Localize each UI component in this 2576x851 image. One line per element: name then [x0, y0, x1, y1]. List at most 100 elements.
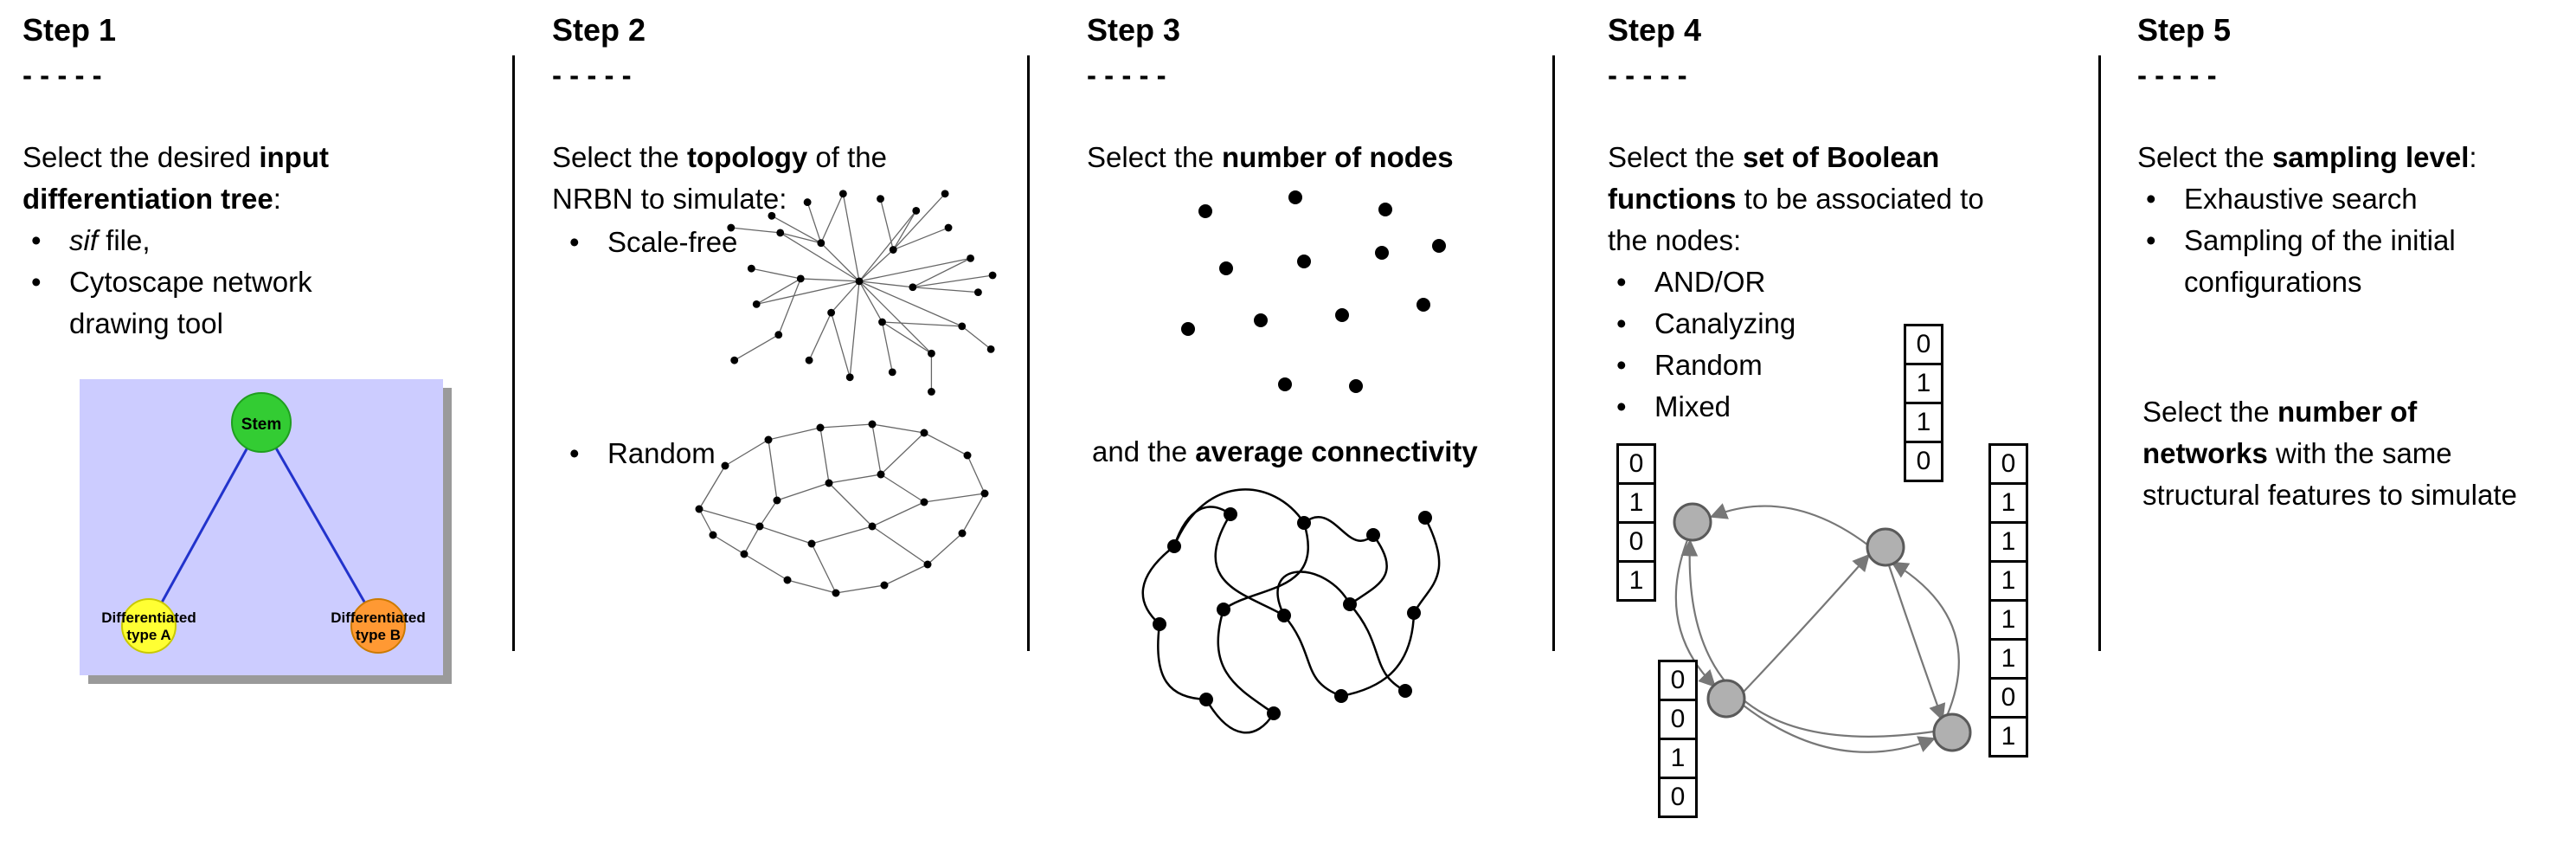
bullet-label: Canalyzing: [1654, 307, 1796, 339]
type-b-node: [350, 598, 406, 654]
step-5-second-text: Select the number of networks with the s…: [2142, 391, 2528, 516]
step-3-title: Step 3: [1087, 12, 1181, 48]
intro-text: Select the desired: [22, 141, 260, 173]
bullet-text: file,: [98, 224, 151, 256]
step-1-intro: Select the desired input differentiation…: [22, 137, 421, 220]
bullet-label: Scale-free: [607, 226, 738, 258]
bullet-label: Random: [607, 437, 716, 469]
bullet-item: • AND/OR: [1616, 261, 2078, 303]
step-2-intro: Select the topology of the NRBN to simul…: [552, 137, 933, 220]
scale-free-network-illustration: [727, 190, 997, 396]
step-3-dashes: - - - - -: [1087, 59, 1166, 91]
column-divider: [1027, 55, 1030, 651]
truth-table-right: 0 1 1 1 1 1 0 1: [1988, 443, 2028, 758]
bullet-marker: •: [569, 437, 580, 469]
bullet-item: • Sampling of the initial configurations: [2146, 220, 2569, 303]
connectivity-nodes: [1153, 507, 1432, 720]
stem-node: [231, 392, 292, 453]
bullet-marker: •: [2146, 224, 2156, 256]
step-1-column: Step 1 - - - - - Select the desired inpu…: [17, 0, 491, 851]
truth-table-cell: 0: [1904, 441, 1943, 482]
step-3-second-text: and the average connectivity: [1092, 431, 1542, 473]
truth-table-cell: 0: [1616, 443, 1656, 485]
truth-table-cell: 1: [1988, 560, 2028, 602]
scale-free-edges: [730, 193, 993, 392]
step-5-title: Step 5: [2137, 12, 2232, 48]
bullet-text: Cytoscape network drawing tool: [69, 266, 312, 339]
truth-table-cell: 1: [1904, 402, 1943, 443]
para-text-bold: average connectivity: [1195, 435, 1478, 467]
para-text-bold: number of networks: [2142, 396, 2418, 469]
scattered-nodes: [1181, 190, 1446, 393]
type-a-label-line2: type A: [126, 627, 170, 643]
truth-table-cell: 1: [1616, 560, 1656, 602]
differentiation-tree-image: Stem Differentiated type A Differentiate…: [80, 379, 443, 675]
bullet-item-random: • Random: [569, 433, 716, 474]
truth-table-cell: 0: [1988, 443, 2028, 485]
intro-text: Select the: [1608, 141, 1743, 173]
truth-table-cell: 1: [1988, 716, 2028, 758]
bullet-label: Random: [1654, 349, 1763, 381]
intro-text: Select the: [1087, 141, 1222, 173]
bullet-label: sif file,: [69, 220, 363, 261]
step-3-intro: Select the number of nodes: [1087, 137, 1540, 178]
intro-text: of the NRBN to simulate:: [552, 141, 887, 215]
intro-text-bold: number of nodes: [1221, 141, 1454, 173]
scale-free-nodes: [727, 190, 997, 396]
column-divider: [2098, 55, 2101, 651]
tree-edges: [147, 422, 380, 627]
bullet-marker: •: [31, 224, 42, 256]
intro-text-bold: sampling level: [2271, 141, 2470, 173]
random-network-edges: [698, 423, 986, 594]
step-5-dashes: - - - - -: [2137, 59, 2217, 91]
scattered-nodes-illustration: [1181, 190, 1446, 393]
connectivity-edges: [1141, 488, 1441, 734]
bullet-item: • Cytoscape network drawing tool: [31, 261, 491, 345]
step-4-intro: Select the set of Boolean functions to b…: [1608, 137, 2001, 261]
step-4-bullets: • AND/OR • Canalyzing • Random • Mixed: [1603, 261, 2078, 428]
bullet-marker: •: [31, 266, 42, 298]
random-network-nodes: [695, 420, 989, 597]
differentiation-tree-graphic: Stem Differentiated type A Differentiate…: [101, 392, 426, 654]
step-2-title: Step 2: [552, 12, 646, 48]
bullet-label: AND/OR: [1654, 266, 1766, 298]
bullet-label: Mixed: [1654, 390, 1731, 422]
bullet-item: • Mixed: [1616, 386, 2078, 428]
boolean-network-diagram: [1673, 502, 1972, 753]
truth-table-cell: 1: [1616, 482, 1656, 524]
bullet-text-italic: sif: [69, 224, 98, 256]
connectivity-network-illustration: [1141, 488, 1441, 734]
truth-table-cell: 1: [1904, 363, 1943, 404]
truth-table-cell: 0: [1658, 777, 1698, 818]
truth-table-bottom-left: 0 0 1 0: [1658, 660, 1698, 818]
step-2-dashes: - - - - -: [552, 59, 632, 91]
truth-table-cell: 0: [1904, 324, 1943, 365]
bullet-marker: •: [1616, 349, 1627, 381]
truth-table-top: 0 1 1 0: [1904, 324, 1943, 482]
column-divider: [512, 55, 515, 651]
truth-table-cell: 1: [1988, 521, 2028, 563]
step-3-column: Step 3 - - - - - Select the number of no…: [1082, 0, 1540, 851]
truth-table-left: 0 1 0 1: [1616, 443, 1656, 602]
intro-text: Select the: [2137, 141, 2272, 173]
type-a-label-line1: Differentiated: [101, 609, 196, 626]
bullet-label: Exhaustive search: [2184, 183, 2418, 215]
intro-text: to be associated to the nodes:: [1608, 183, 1984, 256]
intro-text-bold: set of Boolean functions: [1608, 141, 1940, 215]
para-text: and the: [1092, 435, 1196, 467]
step-4-dashes: - - - - -: [1608, 59, 1687, 91]
truth-table-cell: 0: [1988, 677, 2028, 719]
bullet-marker: •: [1616, 266, 1627, 298]
truth-table-cell: 1: [1988, 599, 2028, 641]
step-4-column: Step 4 - - - - - Select the set of Boole…: [1603, 0, 2078, 851]
step-5-intro: Select the sampling level:: [2137, 137, 2569, 178]
step-1-title: Step 1: [22, 12, 117, 48]
step-1-dashes: - - - - -: [22, 59, 102, 91]
step-5-column: Step 5 - - - - - Select the sampling lev…: [2132, 0, 2569, 851]
bullet-marker: •: [1616, 307, 1627, 339]
intro-text: :: [273, 183, 281, 215]
truth-table-cell: 0: [1658, 660, 1698, 701]
random-network-illustration: [695, 420, 989, 597]
bullet-marker: •: [1616, 390, 1627, 422]
intro-text-bold: input differentiation tree: [22, 141, 329, 215]
